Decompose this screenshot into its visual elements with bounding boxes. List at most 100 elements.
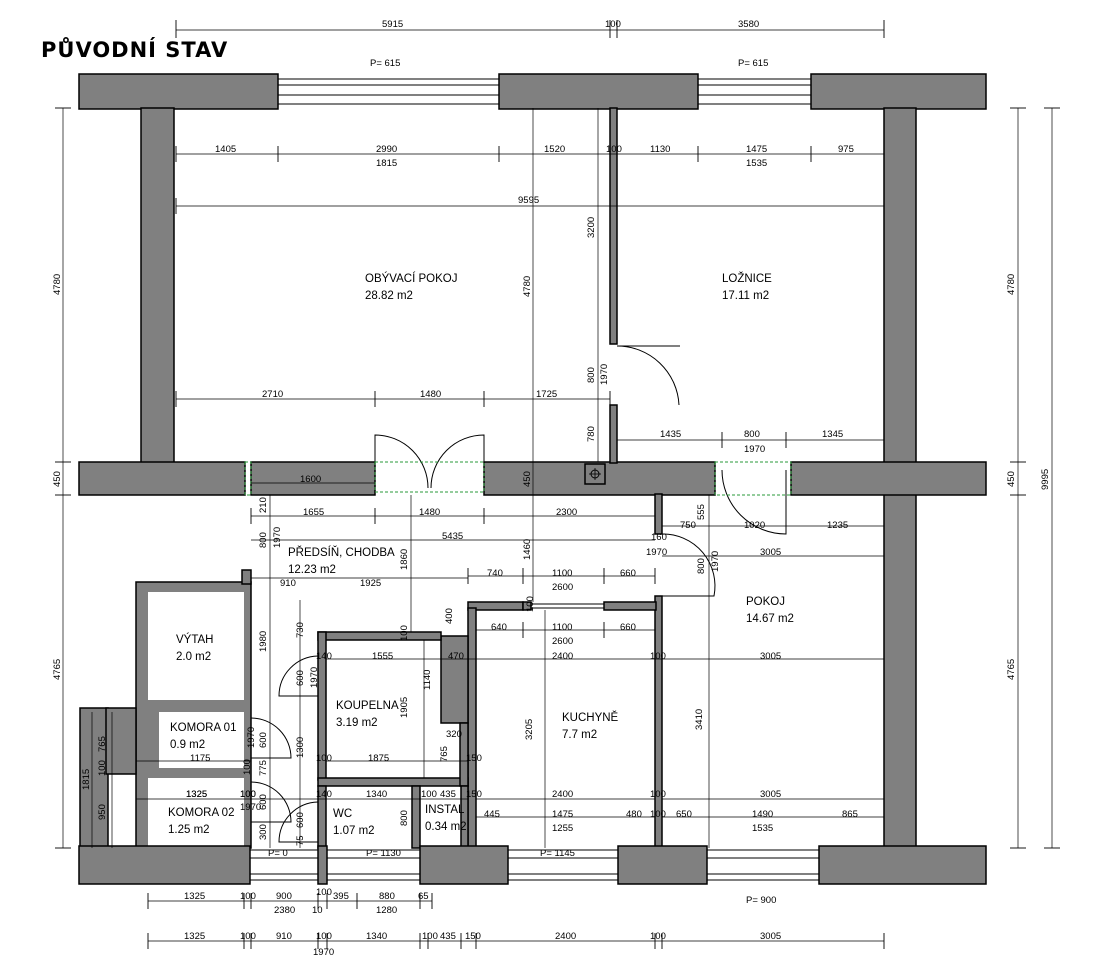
dim-label: 150 bbox=[466, 753, 482, 764]
dim-label: 3580 bbox=[738, 19, 759, 30]
wall-top-right bbox=[810, 73, 987, 110]
wall-kitchen-top-c bbox=[522, 601, 532, 611]
dim-label: 1600 bbox=[300, 474, 321, 485]
door-wc bbox=[278, 801, 319, 843]
dim-label: 9595 bbox=[518, 195, 539, 206]
wall-mid-right bbox=[790, 461, 987, 496]
dim-label: 100 bbox=[399, 625, 410, 641]
dim-label: 1100 bbox=[552, 568, 572, 579]
dim-label: 1475 bbox=[552, 809, 573, 820]
dim-label: 150 bbox=[465, 931, 481, 942]
dim-label: 800 bbox=[586, 367, 597, 383]
dim-label: 765 bbox=[439, 746, 450, 762]
parapet-label: P= 1145 bbox=[540, 848, 575, 859]
dim-label: 1325 bbox=[184, 891, 205, 902]
dim-label: 660 bbox=[620, 568, 636, 579]
dim-label: 450 bbox=[522, 471, 533, 487]
wall-left-upper bbox=[140, 107, 175, 465]
dim-label: 910 bbox=[276, 931, 292, 942]
dim-label: 1905 bbox=[399, 697, 410, 718]
room-name-lift: VÝTAH bbox=[176, 633, 214, 646]
dim-label: 100 bbox=[650, 809, 666, 820]
dim-label: 1140 bbox=[422, 670, 433, 690]
dim-label: 1535 bbox=[746, 158, 767, 169]
dim-label: 435 bbox=[440, 789, 456, 800]
door-pokoj bbox=[721, 469, 787, 535]
dim-label: 2400 bbox=[552, 789, 573, 800]
dim-label: 75 bbox=[295, 835, 306, 846]
dim-label: 1345 bbox=[822, 429, 843, 440]
dim-label: 910 bbox=[280, 578, 296, 589]
dim-label: 4765 bbox=[1006, 659, 1017, 680]
room-area-living: 28.82 m2 bbox=[365, 290, 413, 302]
dim-label: 1970 bbox=[710, 551, 721, 572]
dim-label: 3200 bbox=[586, 217, 597, 238]
dim-label: 1655 bbox=[303, 507, 324, 518]
dim-label: 555 bbox=[696, 504, 707, 520]
wall-partition-upper bbox=[609, 107, 618, 345]
dim-label: 1325 bbox=[186, 789, 207, 800]
dim-label: 2600 bbox=[552, 636, 573, 647]
dim-label: 1815 bbox=[81, 769, 92, 790]
dim-label: 1970 bbox=[240, 802, 261, 813]
dim-label: 2380 bbox=[274, 905, 295, 916]
wall-mid-left bbox=[78, 461, 246, 496]
dim-label: 400 bbox=[444, 608, 455, 624]
wall-left-lower-link bbox=[105, 707, 137, 775]
parapet-label: P= 0 bbox=[268, 848, 288, 859]
dim-label: 300 bbox=[258, 824, 269, 840]
dim-label: 100 bbox=[605, 19, 621, 30]
dim-label: 5435 bbox=[442, 531, 463, 542]
dim-label: 100 bbox=[316, 753, 332, 764]
dim-label: 1970 bbox=[272, 527, 283, 548]
dim-label: 1535 bbox=[752, 823, 773, 834]
wall-left-lower bbox=[79, 707, 109, 849]
wall-bottom-1 bbox=[78, 845, 251, 885]
room-area-wc: 1.07 m2 bbox=[333, 825, 375, 837]
dim-label: 1860 bbox=[399, 549, 410, 570]
dim-label: 5915 bbox=[382, 19, 403, 30]
room-name-kitchen: KUCHYNĚ bbox=[562, 711, 619, 724]
dim-label: 450 bbox=[1006, 471, 1017, 487]
dim-label: 100 bbox=[240, 891, 256, 902]
dim-label: 1970 bbox=[309, 667, 320, 688]
dim-label: 1555 bbox=[372, 651, 393, 662]
dim-label: 1340 bbox=[366, 789, 387, 800]
dim-label: 100 bbox=[422, 931, 438, 942]
room-name-living: OBÝVACÍ POKOJ bbox=[365, 272, 457, 285]
parapet-label: P= 900 bbox=[746, 895, 776, 906]
dim-label: 445 bbox=[484, 809, 500, 820]
dim-label: 4765 bbox=[52, 659, 63, 680]
dim-label: 740 bbox=[487, 568, 503, 579]
dim-label: 100 bbox=[316, 931, 332, 942]
dim-label: 800 bbox=[696, 558, 707, 574]
dim-label: 650 bbox=[676, 809, 692, 820]
dim-label: 2600 bbox=[552, 582, 573, 593]
dimension-lines bbox=[55, 20, 1060, 949]
dim-label: 1300 bbox=[295, 737, 306, 758]
room-area-kitchen: 7.7 m2 bbox=[562, 729, 597, 741]
dim-label: 395 bbox=[333, 891, 349, 902]
parapet-label: P= 615 bbox=[370, 58, 400, 69]
dim-label: 3005 bbox=[760, 931, 781, 942]
room-area-komora-02: 1.25 m2 bbox=[168, 824, 210, 836]
dim-label: 800 bbox=[744, 429, 760, 440]
wall-top-left bbox=[78, 73, 279, 110]
dim-label: 1130 bbox=[650, 144, 670, 155]
walls bbox=[78, 73, 987, 885]
dim-label: 1815 bbox=[376, 158, 397, 169]
dim-label: 1970 bbox=[246, 727, 257, 748]
dim-label: 1340 bbox=[366, 931, 387, 942]
wall-kitchen-top-b bbox=[603, 601, 657, 611]
dim-label: 3005 bbox=[760, 547, 781, 558]
dim-label: 65 bbox=[418, 891, 429, 902]
dim-label: 1480 bbox=[420, 389, 441, 400]
dim-label: 100 bbox=[525, 596, 536, 612]
dim-label: 1100 bbox=[552, 622, 572, 633]
dim-label: 140 bbox=[316, 789, 332, 800]
dim-label: 4780 bbox=[52, 274, 63, 295]
dim-label: 780 bbox=[586, 426, 597, 442]
dim-label: 750 bbox=[680, 520, 696, 531]
dim-label: 1460 bbox=[522, 539, 533, 560]
